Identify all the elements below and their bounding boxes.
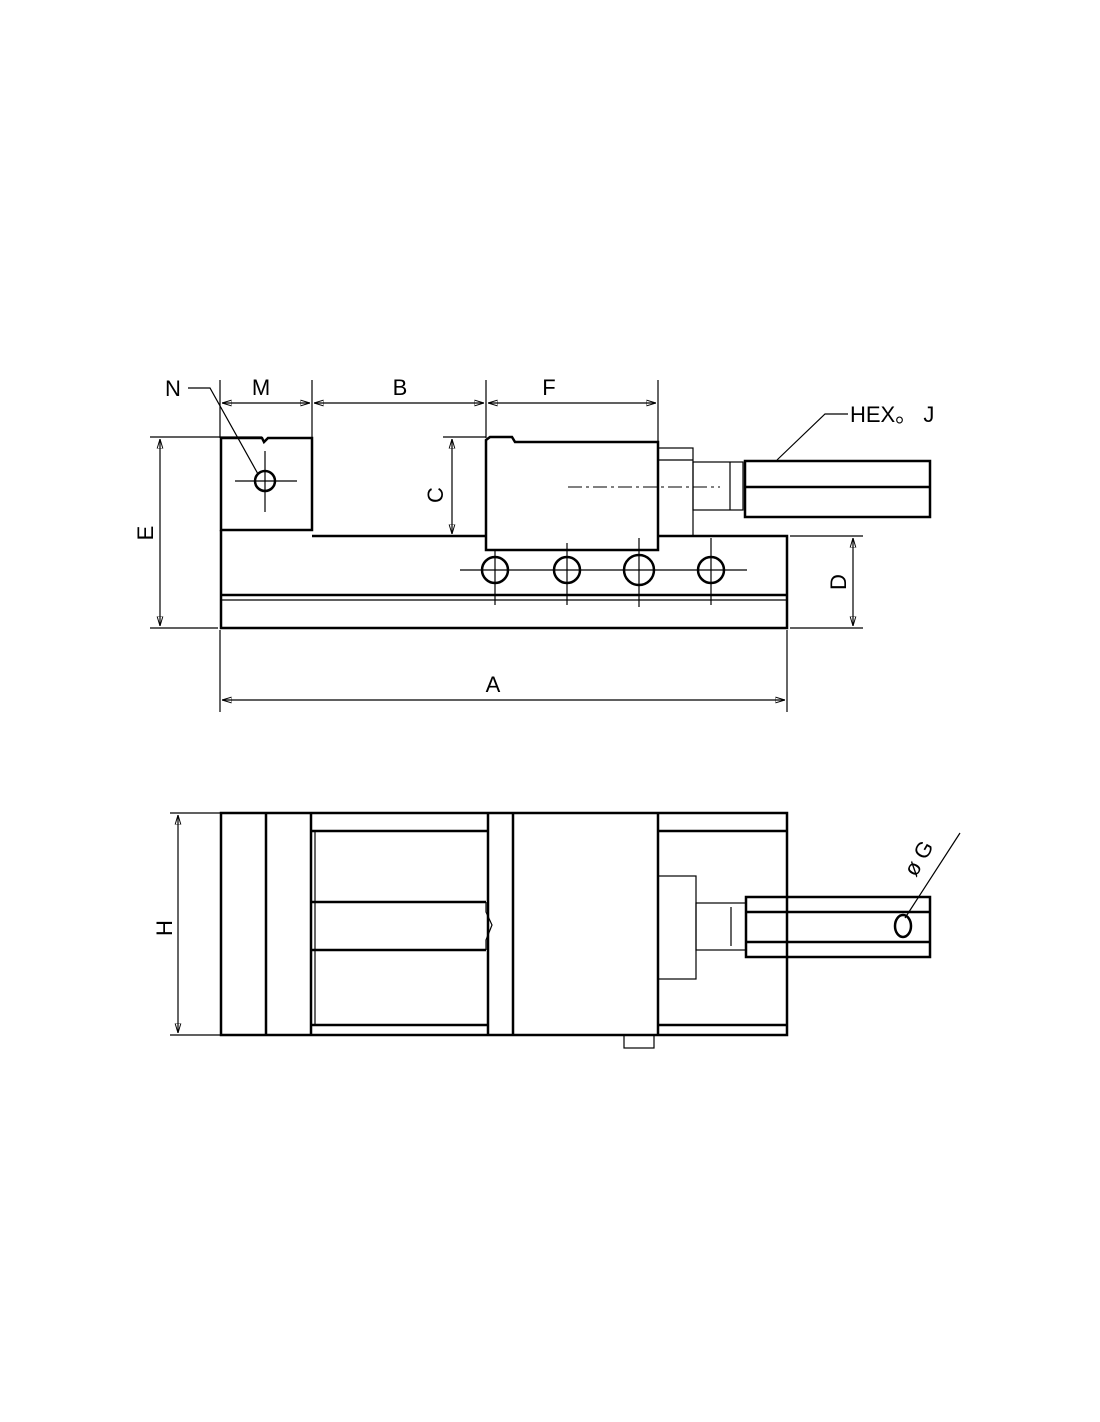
label-d: D <box>826 574 851 590</box>
top-view: H ø G <box>152 811 961 1049</box>
nut-block-top <box>657 875 697 980</box>
base-holes <box>460 538 747 607</box>
label-hex-j: HEX。 J <box>850 402 934 427</box>
top-view-lines <box>264 813 787 1035</box>
fixed-jaw <box>219 436 314 532</box>
nut-block <box>657 447 694 537</box>
label-a: A <box>486 672 501 697</box>
dimensions <box>150 380 863 712</box>
hex-shaft-top <box>744 895 932 959</box>
side-view: M B F N HEX。 J E C D A <box>133 375 934 712</box>
g-leader <box>904 832 961 919</box>
label-h: H <box>152 920 177 936</box>
base-outline <box>219 811 789 1037</box>
thread-top <box>695 902 747 951</box>
bottom-tab <box>623 1034 655 1049</box>
hex-shaft <box>743 459 932 519</box>
label-g: ø G <box>899 836 939 880</box>
label-m: M <box>252 375 270 400</box>
label-c: C <box>423 487 448 503</box>
thread <box>692 461 744 511</box>
label-n: N <box>165 376 181 401</box>
pin-hole <box>893 913 913 939</box>
label-b: B <box>393 375 408 400</box>
fixed-jaw-hole <box>235 451 297 512</box>
label-e: E <box>133 526 158 541</box>
label-f: F <box>542 375 555 400</box>
movable-jaw <box>484 435 660 552</box>
